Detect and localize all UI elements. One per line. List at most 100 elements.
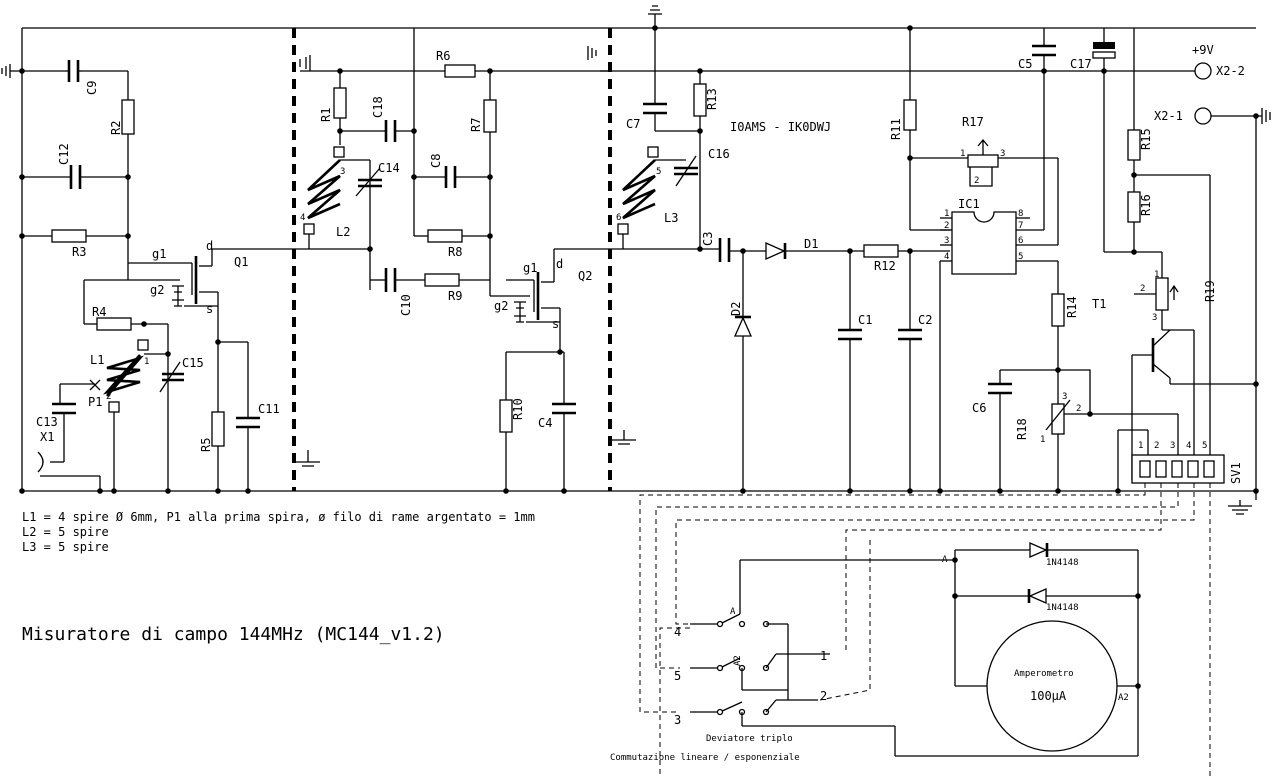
label-r19-pin1: 1 bbox=[1154, 270, 1159, 280]
stage-3 bbox=[610, 28, 1256, 491]
label-r12: R12 bbox=[874, 259, 896, 273]
label-r17-pin1: 1 bbox=[960, 149, 965, 159]
label-l2-pin3: 3 bbox=[340, 167, 345, 177]
main-wiring bbox=[21, 27, 1257, 500]
label-r1: R1 bbox=[319, 108, 333, 122]
label-s-q1: s bbox=[206, 302, 213, 316]
label-t1: T1 bbox=[1092, 297, 1106, 311]
ic-pin-7: 7 bbox=[1018, 221, 1023, 231]
sv1-pin-1: 1 bbox=[1138, 441, 1143, 451]
sv1-pin-3: 3 bbox=[1170, 441, 1175, 451]
label-c1: C1 bbox=[858, 313, 872, 327]
diode-top-label: 1N4148 bbox=[1046, 558, 1079, 568]
label-l1: L1 bbox=[90, 353, 104, 367]
switch-pos-5: 5 bbox=[674, 669, 681, 683]
x2-1-label: X2-1 bbox=[1154, 109, 1183, 123]
label-g1-q2: g1 bbox=[523, 261, 537, 275]
label-r18-pin3: 3 bbox=[1062, 392, 1067, 402]
note-l3: L3 = 5 spire bbox=[22, 540, 109, 554]
label-c13: C13 bbox=[36, 415, 58, 429]
label-l2: L2 bbox=[336, 225, 350, 239]
label-r19-pin2: 2 bbox=[1140, 284, 1145, 294]
label-g2-q1: g2 bbox=[150, 283, 164, 297]
label-q1: Q1 bbox=[234, 255, 248, 269]
sv1-pin-2: 2 bbox=[1154, 441, 1159, 451]
label-r18: R18 bbox=[1015, 418, 1029, 440]
label-p1: P1 bbox=[88, 395, 102, 409]
ammeter bbox=[986, 620, 1118, 752]
ic-pin-3: 3 bbox=[944, 236, 949, 246]
label-r10: R10 bbox=[511, 398, 525, 420]
meter-section bbox=[639, 483, 1211, 776]
label-c5: C5 bbox=[1018, 57, 1032, 71]
label-r14: R14 bbox=[1065, 296, 1079, 318]
label-d-q1: d bbox=[206, 239, 213, 253]
ic-pin-8: 8 bbox=[1018, 209, 1023, 219]
switch-name: Deviatore triplo bbox=[706, 734, 793, 744]
labels: C9 R2 C12 R3 R4 L1 P1 C13 X1 C15 Q1 g1 g… bbox=[22, 43, 1245, 763]
label-r2: R2 bbox=[109, 121, 123, 135]
label-l1-pin2: 2 bbox=[106, 392, 111, 402]
x2-2-label: X2-2 bbox=[1216, 64, 1245, 78]
node-a2-label: A2 bbox=[1118, 693, 1129, 703]
label-r19: R19 bbox=[1203, 280, 1217, 302]
label-r7: R7 bbox=[469, 118, 483, 132]
label-c2: C2 bbox=[918, 313, 932, 327]
switch-label-a: A bbox=[730, 607, 736, 617]
stage-2 bbox=[294, 28, 610, 491]
label-r18-pin2: 2 bbox=[1076, 404, 1081, 414]
label-r17: R17 bbox=[962, 115, 984, 129]
label-r11: R11 bbox=[889, 118, 903, 140]
label-c6: C6 bbox=[972, 401, 986, 415]
label-c10: C10 bbox=[399, 294, 413, 316]
label-r5: R5 bbox=[199, 438, 213, 452]
label-r4: R4 bbox=[92, 305, 106, 319]
switch-pos-4: 4 bbox=[674, 625, 681, 639]
label-r9: R9 bbox=[448, 289, 462, 303]
label-l3-pin5: 5 bbox=[656, 167, 661, 177]
label-s-q2: s bbox=[552, 317, 559, 331]
ic-pin-4: 4 bbox=[944, 252, 949, 262]
label-r6: R6 bbox=[436, 49, 450, 63]
label-ic1: IC1 bbox=[958, 197, 980, 211]
label-r8: R8 bbox=[448, 245, 462, 259]
label-c11: C11 bbox=[258, 402, 280, 416]
ic-pin-6: 6 bbox=[1018, 236, 1023, 246]
label-r17-pin3: 3 bbox=[1000, 149, 1005, 159]
note-l1: L1 = 4 spire Ø 6mm, P1 alla prima spira,… bbox=[22, 510, 535, 524]
label-r16: R16 bbox=[1139, 194, 1153, 216]
label-g2-q2: g2 bbox=[494, 299, 508, 313]
supply-label: +9V bbox=[1192, 43, 1214, 57]
ground-symbols bbox=[1, 5, 1271, 515]
switch-pos-1: 1 bbox=[820, 649, 827, 663]
node-a-label: A bbox=[942, 555, 948, 565]
label-c18: C18 bbox=[371, 96, 385, 118]
ic-pin-5: 5 bbox=[1018, 252, 1023, 262]
label-l3: L3 bbox=[664, 211, 678, 225]
label-r13: R13 bbox=[705, 88, 719, 110]
label-x1: X1 bbox=[40, 430, 54, 444]
sv1-pin-4: 4 bbox=[1186, 441, 1191, 451]
label-c4: C4 bbox=[538, 416, 552, 430]
label-c14: C14 bbox=[378, 161, 400, 175]
label-c8: C8 bbox=[429, 154, 443, 168]
label-l3-pin6: 6 bbox=[616, 213, 621, 223]
switch-pos-3: 3 bbox=[674, 713, 681, 727]
ammeter-value: 100µA bbox=[1030, 689, 1067, 703]
label-d-q2: d bbox=[556, 257, 563, 271]
ic-pin-1: 1 bbox=[944, 209, 949, 219]
label-c3: C3 bbox=[701, 232, 715, 246]
stage-1 bbox=[22, 60, 294, 491]
label-c16: C16 bbox=[708, 147, 730, 161]
switch-pos-2: 2 bbox=[820, 689, 827, 703]
label-r19-pin3: 3 bbox=[1152, 313, 1157, 323]
label-r15: R15 bbox=[1139, 128, 1153, 150]
label-c15: C15 bbox=[182, 356, 204, 370]
junctions bbox=[19, 25, 1259, 494]
label-q2: Q2 bbox=[578, 269, 592, 283]
note-l2: L2 = 5 spire bbox=[22, 525, 109, 539]
ic-pin-2: 2 bbox=[944, 221, 949, 231]
label-c12: C12 bbox=[57, 143, 71, 165]
label-r17-pin2: 2 bbox=[974, 176, 979, 186]
